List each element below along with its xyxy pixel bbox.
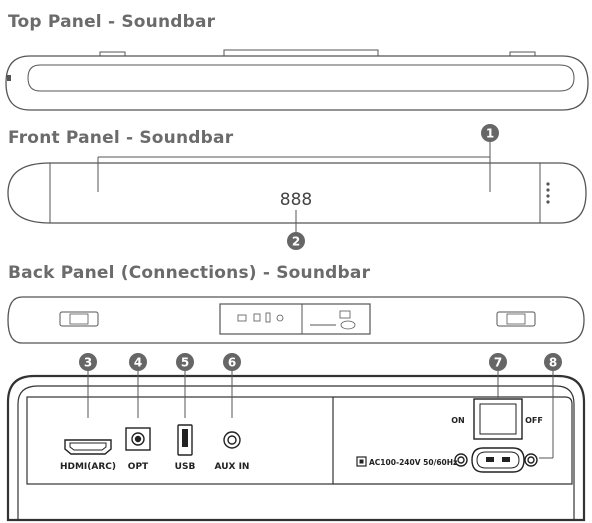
aux-jack-icon xyxy=(223,431,241,449)
top-panel-view xyxy=(5,49,589,111)
back-panel-left-mount xyxy=(59,311,99,327)
callout-2: 2 xyxy=(287,232,305,250)
back-panel-view xyxy=(7,296,585,344)
detail-callout-leaders xyxy=(87,370,554,459)
callout-4-number: 4 xyxy=(134,356,142,370)
back-panel-body xyxy=(7,296,585,344)
callout-3-number: 3 xyxy=(84,356,92,370)
top-panel-handle xyxy=(223,49,379,56)
front-display-readout: 888 xyxy=(280,190,312,210)
top-panel-right-tab xyxy=(509,51,536,56)
callout-5-number: 5 xyxy=(181,356,189,370)
callout-1: 1 xyxy=(481,124,499,142)
power-off-label: OFF xyxy=(525,416,543,425)
callout-5: 5 xyxy=(176,353,194,371)
front-side-buttons xyxy=(546,182,550,204)
callout-7: 7 xyxy=(489,353,507,371)
back-panel-right-mount-inner xyxy=(506,313,526,325)
callout-4: 4 xyxy=(129,353,147,371)
top-panel-left-tab xyxy=(99,51,126,56)
callout-7-number: 7 xyxy=(494,356,502,370)
class-ii-square-icon xyxy=(356,456,367,467)
hdmi-label: HDMI(ARC) xyxy=(60,462,116,472)
callout-8: 8 xyxy=(544,353,562,371)
front-panel-view xyxy=(7,140,587,234)
opt-label: OPT xyxy=(128,462,149,472)
callout-2-number: 2 xyxy=(292,235,300,249)
power-switch-icon xyxy=(473,398,523,440)
back-panel-right-mount xyxy=(496,311,536,327)
detail-left-section xyxy=(26,396,334,485)
detail-right-section xyxy=(333,396,573,485)
callout-1-number: 1 xyxy=(486,127,494,141)
callout-6-number: 6 xyxy=(228,356,236,370)
connection-panel-detail xyxy=(6,374,586,522)
aux-label: AUX IN xyxy=(215,462,250,472)
optical-port-icon xyxy=(125,427,151,451)
power-on-label: ON xyxy=(451,416,465,425)
front-panel-title: Front Panel - Soundbar xyxy=(8,128,234,148)
top-panel-side-mark xyxy=(7,75,11,81)
detail-outer-frame xyxy=(6,374,586,522)
top-panel-inner-groove xyxy=(27,64,575,92)
back-panel-title: Back Panel (Connections) - Soundbar xyxy=(8,263,371,283)
ac-socket-icon xyxy=(454,447,538,473)
usb-port-icon xyxy=(177,424,193,456)
back-panel-left-mount-inner xyxy=(69,313,89,325)
power-rating-label: AC100-240V 50/60Hz xyxy=(369,458,457,467)
detail-inner-frame xyxy=(17,385,575,521)
hdmi-port-icon xyxy=(64,439,112,455)
callout-6: 6 xyxy=(223,353,241,371)
usb-label: USB xyxy=(175,462,196,472)
callout-3: 3 xyxy=(79,353,97,371)
top-panel-title: Top Panel - Soundbar xyxy=(8,12,216,32)
top-panel-body xyxy=(5,55,589,111)
back-panel-connection-plate xyxy=(219,303,371,335)
callout-8-number: 8 xyxy=(549,356,557,370)
